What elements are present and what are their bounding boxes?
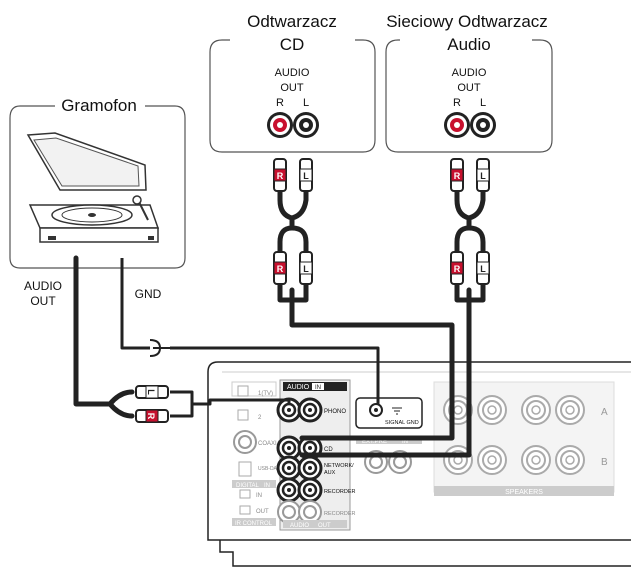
cd-in-label: CD bbox=[324, 447, 333, 453]
speaker-a-label: A bbox=[601, 407, 608, 418]
ir-out-label: OUT bbox=[256, 509, 269, 515]
network-in-r-jack bbox=[276, 455, 302, 481]
network-plug-l-top bbox=[476, 158, 490, 192]
network-plug-r-top bbox=[450, 158, 464, 192]
network-l-label: L bbox=[480, 97, 486, 109]
cd-plug-l-bottom bbox=[299, 251, 313, 285]
audio-in-badge: IN bbox=[315, 385, 321, 391]
turntable-audio-out-label-2: OUT bbox=[30, 294, 56, 308]
speaker-b-terminal-4 bbox=[555, 445, 585, 475]
digital-in-badge: IN bbox=[264, 483, 270, 489]
speaker-b-terminal-2 bbox=[477, 445, 507, 475]
speakers-section: A B SPEAKERS bbox=[433, 381, 615, 496]
turntable-device: Gramofon AUDIO OUT GND bbox=[9, 96, 186, 308]
network-out-r-jack bbox=[444, 112, 470, 138]
turntable-audio-out-label: AUDIO bbox=[24, 279, 62, 293]
signal-gnd-label: SIGNAL GND bbox=[385, 420, 419, 426]
phono-label: PHONO bbox=[324, 409, 346, 415]
digital-inputs-section: 1(TV) 2 COAXIAL USB-DAC DIGITAL IN IN OU… bbox=[231, 381, 285, 527]
receiver-foot bbox=[219, 540, 631, 567]
digital-in-label: DIGITAL bbox=[236, 483, 260, 489]
recorder-out-r-jack bbox=[277, 500, 301, 524]
cd-cable bbox=[289, 287, 455, 441]
network-plug-r-bottom bbox=[450, 251, 464, 285]
recorder-in-l-jack bbox=[297, 477, 323, 503]
ext-pre-badge: IN bbox=[402, 439, 408, 445]
audio-in-header: AUDIO bbox=[287, 384, 310, 391]
gnd-cable bbox=[120, 258, 150, 350]
network-player-box bbox=[385, 39, 553, 153]
phono-l-jack bbox=[297, 397, 323, 423]
network-out-l-jack bbox=[470, 112, 496, 138]
cd-out-r-jack bbox=[267, 112, 293, 138]
cables bbox=[73, 167, 486, 458]
cd-player-title-2: CD bbox=[280, 35, 305, 54]
audio-out-header: AUDIO bbox=[290, 523, 309, 529]
cd-plug-l-top bbox=[299, 158, 313, 192]
cd-plug-r-top bbox=[273, 158, 287, 192]
cd-r-label: R bbox=[276, 97, 284, 109]
cd-player-box bbox=[209, 39, 376, 153]
usb-label: USB-DAC bbox=[258, 466, 281, 472]
phono-plug-r bbox=[135, 409, 169, 423]
recorder-in-r-jack bbox=[276, 477, 302, 503]
ext-pre-label: EXT.PRE bbox=[362, 439, 387, 445]
recorder-out-l-jack bbox=[298, 500, 322, 524]
speaker-a-terminal-2 bbox=[477, 395, 507, 425]
audio-out-badge: OUT bbox=[318, 523, 331, 529]
phono-plug-l bbox=[135, 385, 169, 399]
input-1-label: 1(TV) bbox=[258, 391, 273, 397]
phono-cable bbox=[73, 255, 113, 407]
network-player-title-2: Audio bbox=[447, 35, 490, 54]
cd-player-title: Odtwarzacz bbox=[247, 12, 337, 31]
turntable-gnd-label: GND bbox=[135, 287, 162, 301]
speaker-a-terminal-4 bbox=[555, 395, 585, 425]
speakers-label: SPEAKERS bbox=[505, 489, 543, 496]
speaker-b-label: B bbox=[601, 457, 608, 468]
network-in-label: NETWORK/ bbox=[324, 463, 354, 469]
network-cable bbox=[299, 287, 472, 458]
input-2-label: 2 bbox=[258, 415, 262, 421]
recorder-in-label: RECORDER bbox=[324, 489, 356, 495]
network-in-l-jack bbox=[297, 455, 323, 481]
receiver-rear-panel: 1(TV) 2 COAXIAL USB-DAC DIGITAL IN IN OU… bbox=[207, 361, 631, 567]
signal-gnd-section: SIGNAL GND bbox=[355, 397, 423, 429]
cd-out-label: OUT bbox=[280, 82, 304, 94]
turntable-title: Gramofon bbox=[61, 96, 137, 115]
network-out-label: OUT bbox=[457, 82, 481, 94]
ir-control-label: IR CONTROL bbox=[235, 521, 273, 527]
ir-in-label: IN bbox=[256, 493, 262, 499]
cd-out-l-jack bbox=[293, 112, 319, 138]
network-audio-label: AUDIO bbox=[452, 67, 487, 79]
network-r-label: R bbox=[453, 97, 461, 109]
recorder-out-label: RECORDER bbox=[324, 511, 356, 517]
cd-player-device: Odtwarzacz CD AUDIO OUT R L bbox=[209, 12, 376, 153]
network-player-title: Sieciowy Odtwarzacz bbox=[386, 12, 548, 31]
speaker-a-terminal-3 bbox=[521, 395, 551, 425]
turntable-icon bbox=[26, 132, 160, 243]
cd-audio-label: AUDIO bbox=[275, 67, 310, 79]
network-player-device: Sieciowy Odtwarzacz Audio AUDIO OUT R L bbox=[385, 12, 553, 153]
cd-plug-r-bottom bbox=[273, 251, 287, 285]
cd-l-label: L bbox=[303, 97, 309, 109]
coaxial-label: COAXIAL bbox=[258, 441, 285, 447]
speaker-b-terminal-3 bbox=[521, 445, 551, 475]
network-plug-l-bottom bbox=[476, 251, 490, 285]
coaxial-jack bbox=[233, 430, 257, 454]
network-in-label-2: AUX bbox=[324, 470, 336, 476]
